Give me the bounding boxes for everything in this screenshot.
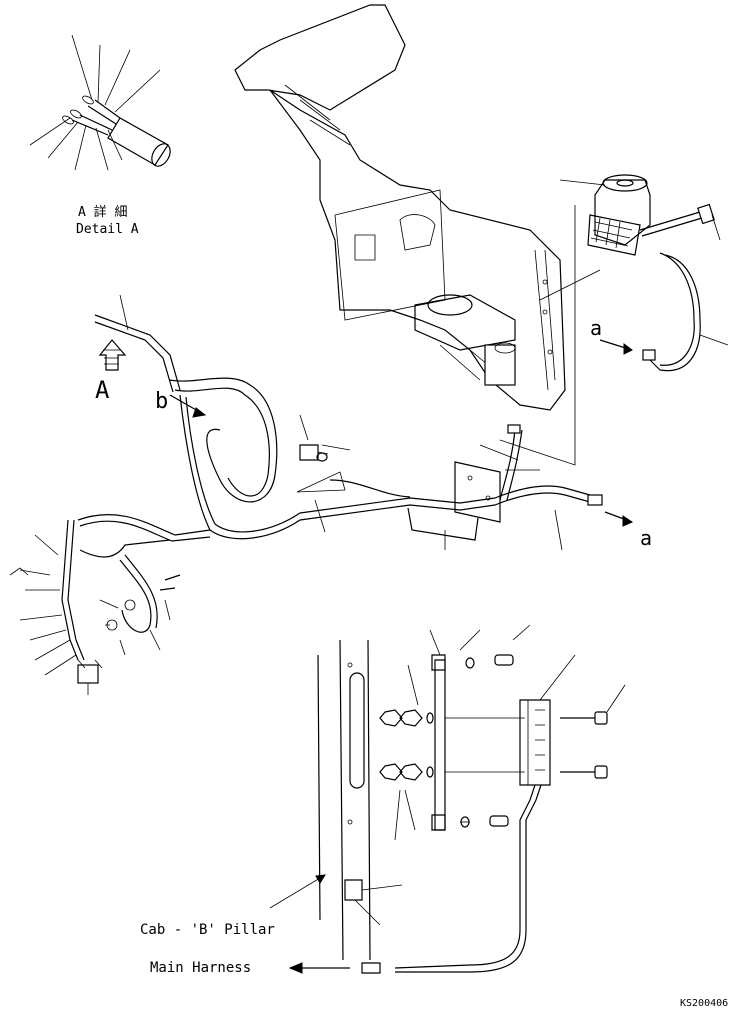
cab-panel-structure (234, 4, 566, 411)
cab-pillar-label: Cab - 'B' Pillar (140, 922, 275, 938)
box-unit: a (499, 174, 729, 466)
detail-a-drawing: A 詳 細 Detail A (29, 34, 171, 237)
main-harness-label: Main Harness (150, 960, 251, 976)
detail-a-en: Detail A (76, 222, 139, 237)
detail-a-jp: A 詳 細 (78, 204, 127, 220)
pillar-assembly: Cab - 'B' Pillar Main Harness (140, 624, 626, 976)
drawing-code: KS200406 (680, 998, 728, 1009)
arrow-a-label-right: a (640, 526, 652, 550)
harness-routing: A b a (9, 294, 652, 695)
view-a-label: A (95, 376, 110, 404)
arrow-a-label-top: a (590, 316, 602, 340)
view-b-label: b (155, 389, 168, 414)
